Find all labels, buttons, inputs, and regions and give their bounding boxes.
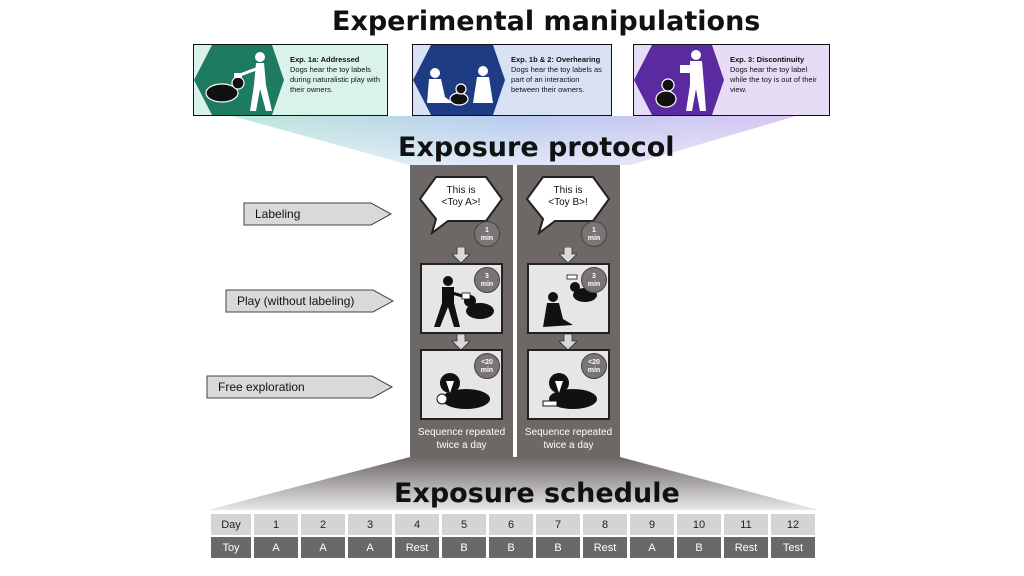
person-playing-with-dog-icon — [434, 276, 494, 327]
exp-discontinuity-title: Exp. 3: Discontinuity — [730, 55, 805, 64]
title-experimental-manipulations: Experimental manipulations — [332, 6, 761, 37]
exp-card-overhearing: Exp. 1b & 2: Overhearing Dogs hear the t… — [412, 44, 612, 116]
timer-value: 3 — [485, 273, 489, 280]
timer-unit: min — [587, 367, 601, 374]
timer-unit: min — [587, 281, 601, 288]
title-exposure-protocol: Exposure protocol — [398, 132, 675, 163]
toy-cell: Test — [771, 537, 815, 558]
row-header-toy: Toy — [211, 537, 251, 558]
exp-card-addressed: Exp. 1a: Addressed Dogs hear the toy lab… — [193, 44, 388, 116]
dog-lying-with-toy-icon — [542, 373, 597, 409]
exp-addressed-title: Exp. 1a: Addressed — [290, 55, 360, 64]
exp-addressed-desc: Dogs hear the toy labels during naturali… — [290, 65, 381, 94]
day-cell: 4 — [395, 514, 439, 535]
exp-discontinuity-text: Exp. 3: Discontinuity Dogs hear the toy … — [730, 55, 826, 95]
exp-overhearing-title: Exp. 1b & 2: Overhearing — [511, 55, 601, 64]
down-arrow-icon — [559, 334, 577, 350]
day-cell: 11 — [724, 514, 768, 535]
step-arrow-play: Play (without labeling) — [225, 289, 395, 313]
timer-badge: 3 min — [474, 267, 500, 293]
title-exposure-schedule: Exposure schedule — [394, 478, 680, 509]
exp-addressed-text: Exp. 1a: Addressed Dogs hear the toy lab… — [290, 55, 384, 95]
schedule-table: Day 1 2 3 4 5 6 7 8 9 10 11 12 Toy A A A… — [208, 512, 818, 560]
timer-value: 1 — [485, 227, 489, 234]
toy-cell: A — [630, 537, 674, 558]
timer-badge: 3 min — [581, 267, 607, 293]
day-cell: 12 — [771, 514, 815, 535]
arrow-shape-icon — [225, 289, 395, 313]
timer-badge: <20 min — [581, 353, 607, 379]
bubble-line-1: This is — [446, 185, 476, 196]
toy-cell: Rest — [583, 537, 627, 558]
discontinuity-scene-icon — [634, 45, 724, 115]
timer-badge: 1 min — [581, 221, 607, 247]
timer-value: <20 — [481, 359, 493, 366]
timer-unit: min — [480, 281, 494, 288]
day-cell: 3 — [348, 514, 392, 535]
bubble-text-a: This is <Toy A>! — [418, 185, 504, 209]
bubble-line-2: <Toy A>! — [441, 197, 481, 208]
bubble-line-2: <Toy B>! — [548, 197, 588, 208]
timer-unit: min — [480, 235, 494, 242]
bubble-line-1: This is — [553, 185, 583, 196]
step-arrow-labeling: Labeling — [243, 202, 393, 226]
exp-overhearing-desc: Dogs hear the toy labels as part of an i… — [511, 65, 602, 94]
dog-lying-with-toy-icon — [436, 373, 490, 409]
schedule-row-toy: Toy A A A Rest B B B Rest A B Rest Test — [211, 537, 815, 558]
timer-unit: min — [587, 235, 601, 242]
day-cell: 9 — [630, 514, 674, 535]
sequence-line-1: Sequence repeated — [417, 427, 506, 438]
day-cell: 8 — [583, 514, 627, 535]
toy-cell: A — [254, 537, 298, 558]
sequence-line-2: twice a day — [436, 440, 487, 451]
protocol-column-toy-a: This is <Toy A>! 1 min 3 min <20 min — [410, 165, 513, 457]
overhearing-scene-icon — [413, 45, 505, 115]
down-arrow-icon — [452, 334, 470, 350]
arrow-shape-icon — [206, 375, 394, 399]
speech-bubble-icon — [525, 176, 611, 235]
timer-value: 1 — [592, 227, 596, 234]
timer-value: <20 — [588, 359, 600, 366]
exp-card-discontinuity: Exp. 3: Discontinuity Dogs hear the toy … — [633, 44, 830, 116]
toy-cell: B — [536, 537, 580, 558]
speech-bubble-icon — [418, 176, 504, 235]
sequence-line-1: Sequence repeated — [524, 427, 613, 438]
step-arrow-free-exploration: Free exploration — [206, 375, 394, 399]
toy-cell: B — [677, 537, 721, 558]
exp-discontinuity-desc: Dogs hear the toy label while the toy is… — [730, 65, 817, 94]
day-cell: 10 — [677, 514, 721, 535]
day-cell: 1 — [254, 514, 298, 535]
bubble-text-b: This is <Toy B>! — [525, 185, 611, 209]
day-cell: 7 — [536, 514, 580, 535]
down-arrow-icon — [559, 247, 577, 263]
sequence-line-2: twice a day — [543, 440, 594, 451]
timer-badge: 1 min — [474, 221, 500, 247]
toy-cell: Rest — [395, 537, 439, 558]
timer-unit: min — [480, 367, 494, 374]
down-arrow-icon — [452, 247, 470, 263]
arrow-shape-icon — [243, 202, 393, 226]
toy-cell: A — [348, 537, 392, 558]
step-label-free-exploration: Free exploration — [218, 380, 305, 394]
protocol-column-toy-b: This is <Toy B>! 1 min 3 min <20 min Seq… — [517, 165, 620, 457]
exp-overhearing-text: Exp. 1b & 2: Overhearing Dogs hear the t… — [511, 55, 609, 95]
toy-cell: B — [442, 537, 486, 558]
step-label-play: Play (without labeling) — [237, 294, 355, 308]
schedule-row-day: Day 1 2 3 4 5 6 7 8 9 10 11 12 — [211, 514, 815, 535]
step-label-labeling: Labeling — [255, 207, 301, 221]
row-header-day: Day — [211, 514, 251, 535]
addressed-scene-icon — [194, 45, 284, 115]
person-sitting-with-dog-icon — [543, 274, 597, 327]
day-cell: 5 — [442, 514, 486, 535]
sequence-note: Sequence repeated twice a day — [517, 426, 620, 452]
toy-cell: A — [301, 537, 345, 558]
sequence-note: Sequence repeated twice a day — [410, 426, 513, 452]
day-cell: 6 — [489, 514, 533, 535]
toy-cell: Rest — [724, 537, 768, 558]
timer-badge: <20 min — [474, 353, 500, 379]
timer-value: 3 — [592, 273, 596, 280]
toy-cell: B — [489, 537, 533, 558]
day-cell: 2 — [301, 514, 345, 535]
